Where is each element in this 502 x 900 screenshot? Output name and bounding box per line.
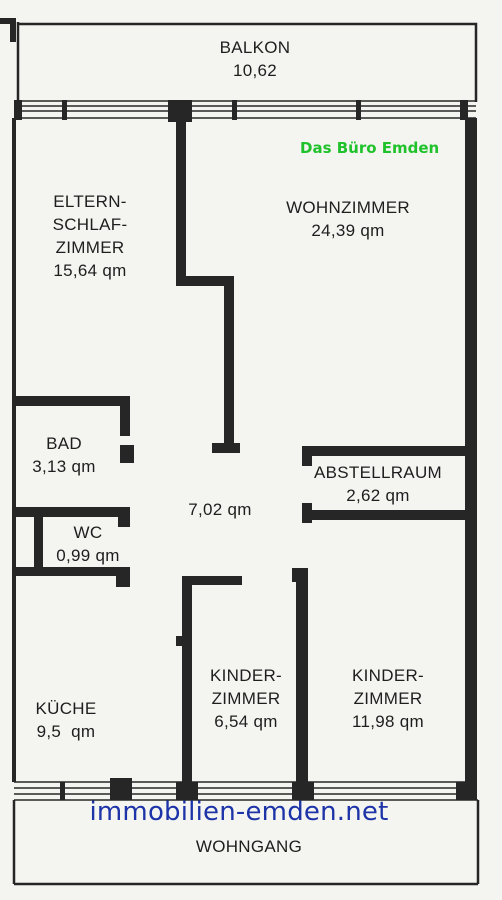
mullion <box>110 778 132 800</box>
wall-wc-left <box>34 517 43 575</box>
wall-abstell-jamb-bottom <box>302 503 312 523</box>
wall-abstell-jamb-top <box>302 446 312 466</box>
room-area: 24,39 qm <box>311 221 385 240</box>
room-area: 9,5 qm <box>36 722 96 741</box>
brand-label: Das Büro Emden <box>300 139 440 157</box>
balcony-outline <box>18 22 478 102</box>
corner-mark-vertical <box>10 18 16 42</box>
room-name-line: ELTERN- <box>53 192 127 211</box>
wall-kinder1-top <box>182 576 242 585</box>
wall-abstell-bottom <box>302 510 466 520</box>
room-area: 10,62 <box>232 61 278 80</box>
mullion <box>460 100 468 120</box>
mullion <box>232 100 237 120</box>
walls <box>12 118 477 800</box>
wall-bad-door-jamb <box>120 445 134 463</box>
wall-bad-top <box>12 396 130 406</box>
wall-eltern-wohn <box>176 118 186 284</box>
room-kueche: KÜCHE 9,5 qm <box>14 697 118 743</box>
room-abstellraum: ABSTELLRAUM 2,62 qm <box>290 461 466 507</box>
room-name-line: ZIMMER <box>55 238 125 257</box>
room-area: 6,54 qm <box>214 712 278 731</box>
mullion <box>292 782 314 800</box>
wall-kinder1-left <box>182 576 192 784</box>
room-area: 15,64 qm <box>53 261 127 280</box>
room-name: WC <box>73 523 103 542</box>
room-wohnzimmer: WOHNZIMMER 24,39 qm <box>248 196 448 242</box>
room-area: 2,62 qm <box>346 486 410 505</box>
room-balkon: BALKON 10,62 <box>140 36 370 82</box>
room-name: ABSTELLRAUM <box>313 463 442 482</box>
room-kinderzimmer-large: KINDER- ZIMMER 11,98 qm <box>320 664 456 733</box>
room-name-line: ZIMMER <box>353 689 423 708</box>
mullion <box>176 782 198 800</box>
outer-frame <box>12 22 480 886</box>
wall-kinder-divider <box>296 570 308 784</box>
mullion <box>456 782 466 800</box>
room-flur: 7,02 qm <box>160 498 280 521</box>
room-area: 0,99 qm <box>56 546 120 565</box>
room-name: KÜCHE <box>35 699 97 718</box>
room-name-line: SCHLAF- <box>52 215 128 234</box>
room-name-line: KINDER- <box>210 666 282 685</box>
wall-abstell-top <box>302 446 466 456</box>
room-kinderzimmer-small: KINDER- ZIMMER 6,54 qm <box>186 664 306 733</box>
wall-right-exterior <box>465 118 477 800</box>
room-name: BAD <box>46 434 82 453</box>
wall-eltern-flur <box>224 276 234 452</box>
wall-wc-door-jamb <box>118 507 130 527</box>
room-name: WOHNGANG <box>195 837 303 856</box>
window-band-top <box>16 100 476 119</box>
website-link[interactable]: immobilien-emden.net <box>89 797 389 827</box>
room-wohngang: WOHNGANG <box>134 835 364 858</box>
pillar-top <box>168 100 192 122</box>
room-bad: BAD 3,13 qm <box>14 432 114 478</box>
mullion <box>356 100 361 120</box>
mullion <box>62 100 67 120</box>
mullion <box>60 782 65 800</box>
window-mullions-top <box>14 100 468 122</box>
corner-mark <box>0 18 16 24</box>
wall-wc-bottom-jamb <box>116 567 130 587</box>
room-area: 3,13 qm <box>32 457 96 476</box>
wall-kinder-divider-cap <box>292 568 308 582</box>
window-mullions-bottom <box>60 778 466 800</box>
wall-kinder1-left-nub <box>176 636 184 646</box>
room-elternschlafzimmer: ELTERN- SCHLAF- ZIMMER 15,64 qm <box>20 190 160 282</box>
mullion <box>14 100 22 120</box>
room-name-line: ZIMMER <box>211 689 281 708</box>
wall-eltern-flur-end <box>212 443 240 453</box>
room-area: 7,02 qm <box>188 500 252 519</box>
room-name: WOHNZIMMER <box>286 198 410 217</box>
room-wc: WC 0,99 qm <box>40 521 136 567</box>
wall-bad-wc <box>12 507 130 517</box>
wall-bad-right <box>120 396 130 436</box>
wall-left-exterior <box>12 118 16 782</box>
room-name-line: KINDER- <box>352 666 424 685</box>
wall-wc-bottom <box>12 567 130 576</box>
room-area: 11,98 qm <box>351 712 425 731</box>
wall-eltern-wohn-step <box>176 276 232 286</box>
window-band-bottom <box>14 781 478 801</box>
room-name: BALKON <box>219 38 291 57</box>
